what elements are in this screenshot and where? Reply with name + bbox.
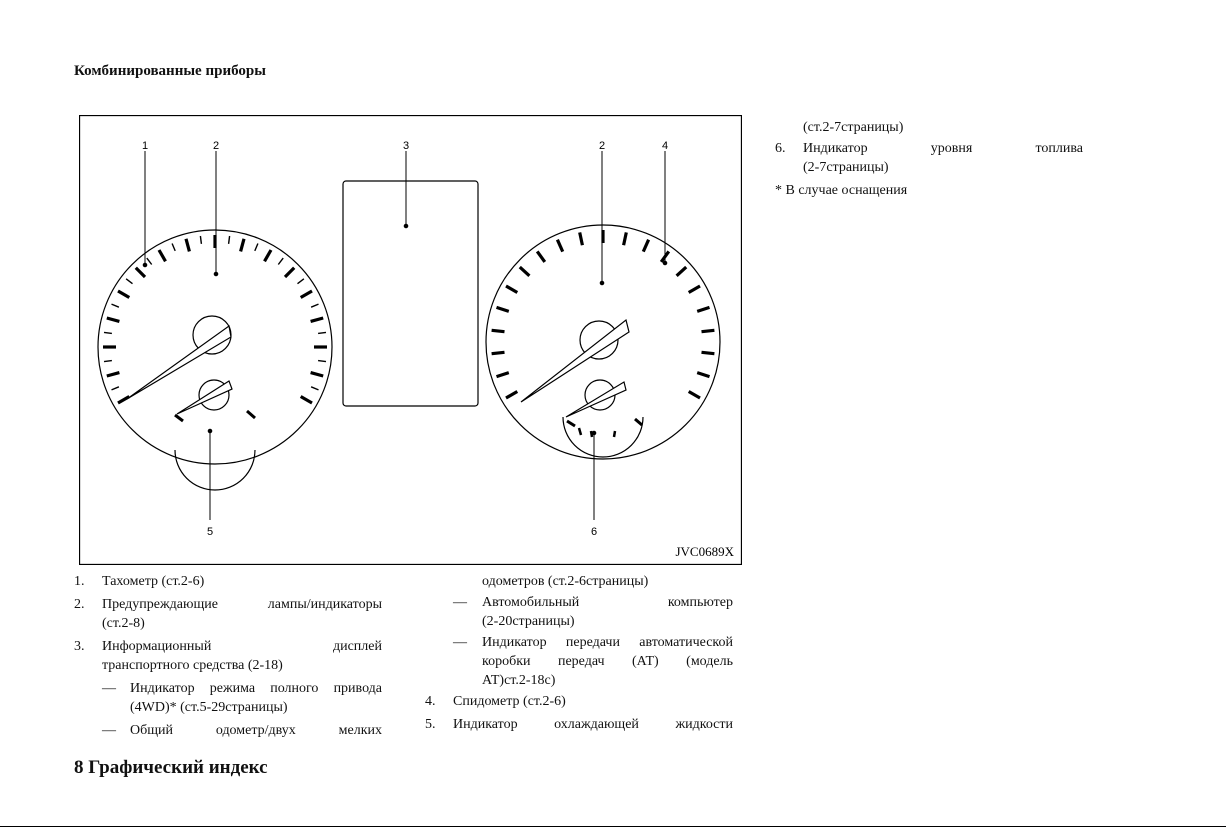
list-subitem: — Индикатор режима полного привода (4WD)…: [102, 681, 382, 715]
dial-tick: [199, 235, 203, 244]
dial-tick: [687, 390, 701, 400]
dial-tick: [622, 232, 628, 246]
dial-tick: [125, 278, 133, 285]
callout-3: 3: [403, 140, 409, 152]
dial-tick: [687, 284, 701, 294]
dial-tick: [277, 257, 284, 265]
callout-2b: 2: [599, 140, 605, 152]
dial-tick: [496, 305, 510, 313]
dial-tick: [535, 250, 547, 263]
dial-tick: [103, 359, 112, 363]
dial-tick: [701, 328, 715, 334]
dial-tick: [111, 303, 120, 308]
dial-tick: [318, 359, 327, 363]
coolant-arc: [174, 449, 256, 491]
list-item: 6. Индикатор уровня топлива (2-7страницы…: [775, 141, 1083, 175]
dial-tick: [239, 238, 246, 252]
list-subitem: — Индикатор передачи автоматической коро…: [453, 635, 733, 688]
dial-tick: [106, 371, 120, 378]
speedometer-dial: [485, 224, 721, 460]
dial-tick: [254, 243, 259, 252]
dial-tick: [106, 316, 120, 323]
dial-tick: [297, 278, 305, 285]
callout-6: 6: [591, 526, 597, 538]
info-display: [342, 180, 479, 407]
dial-tick: [111, 386, 120, 391]
dial-tick: [310, 371, 324, 378]
dial-tick: [505, 390, 519, 400]
list-item: 4. Спидометр (ст.2-6): [425, 694, 566, 709]
dial-tick: [117, 395, 131, 405]
list-item: 5. Индикатор охлаждающей жидкости: [425, 717, 733, 732]
callout-4: 4: [662, 140, 668, 152]
dial-tick: [283, 266, 296, 279]
dial-tick: [701, 350, 715, 356]
dial-tick: [505, 284, 519, 294]
callout-1: 1: [142, 140, 148, 152]
list-subitem: — Общий одометр/двух мелких: [102, 723, 382, 738]
dial-tick: [263, 249, 273, 263]
speedometer-ticks: [491, 230, 715, 400]
tachometer-ticks: [103, 235, 327, 405]
legend-column-2: одометров (ст.2-6страницы) — Автомобильн…: [425, 574, 733, 732]
fuel-needle: [565, 381, 627, 418]
dial-tick: [184, 238, 191, 252]
dial-tick: [227, 235, 231, 244]
dial-tick: [675, 265, 688, 277]
figure-code: JVC0689X: [675, 544, 734, 559]
dial-tick: [117, 289, 131, 299]
legend-column-3: (ст.2-7страницы) 6. Индикатор уровня топ…: [775, 120, 1083, 198]
dial-tick: [299, 395, 313, 405]
tachometer-needle: [126, 324, 232, 400]
dial-tick: [318, 331, 327, 335]
list-item: 2. Предупреждающие лампы/индикаторы (ст.…: [74, 597, 382, 631]
dial-tick: [641, 239, 651, 253]
dial-tick: [146, 257, 153, 265]
tachometer-gauge: [97, 229, 333, 491]
dial-tick: [518, 265, 531, 277]
list-item: 3. Информационный дисплей транспортного …: [74, 639, 382, 673]
instrument-cluster-figure: 1 2 3 2 4 5 6 JVC0689X: [79, 115, 742, 565]
tachometer-dial: [97, 229, 333, 465]
dial-tick: [310, 303, 319, 308]
dial-tick: [555, 239, 565, 253]
page-heading: Комбинированные приборы: [74, 63, 266, 79]
legend-column-1: 1. Тахометр (ст.2-6) 2. Предупреждающие …: [74, 572, 382, 740]
callout-2a: 2: [213, 140, 219, 152]
footnote: * В случае оснащения: [775, 183, 908, 198]
dial-tick: [696, 305, 710, 313]
dial-tick: [171, 243, 176, 252]
page-footer: 8 Графический индекс: [74, 757, 268, 778]
dial-tick: [496, 371, 510, 379]
speedometer-needle: [520, 318, 630, 403]
callout-5: 5: [207, 526, 213, 538]
dial-tick: [157, 249, 167, 263]
dial-tick: [696, 371, 710, 379]
dial-tick: [578, 232, 584, 246]
dial-tick: [491, 328, 505, 334]
dial-tick: [134, 266, 147, 279]
coolant-needle: [176, 380, 233, 415]
dial-tick: [299, 289, 313, 299]
speedometer-gauge: [485, 224, 721, 460]
dial-tick: [310, 316, 324, 323]
bottom-rule: [0, 826, 1226, 827]
list-item: 1. Тахометр (ст.2-6): [74, 574, 205, 589]
dial-tick: [491, 350, 505, 356]
fuel-arc: [562, 416, 644, 458]
dial-tick: [103, 331, 112, 335]
list-subitem: — Автомобильный компьютер (2-20страницы): [453, 595, 733, 629]
dial-tick: [310, 386, 319, 391]
